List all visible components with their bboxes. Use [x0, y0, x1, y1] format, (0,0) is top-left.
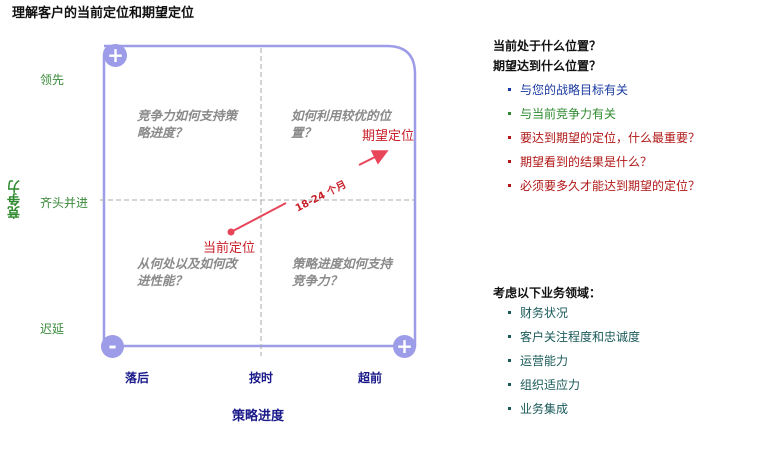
question-desired-position: 期望达到什么位置？ — [493, 59, 602, 73]
list-item-text: 期望看到的结果是什么？ — [520, 155, 653, 169]
page-title: 理解客户的当前定位和期望定位 — [12, 6, 195, 21]
list-item: 客户关注程度和忠诚度 — [508, 329, 640, 353]
list-item: 要达到期望的定位，什么最重要？ — [508, 130, 700, 154]
y-level-lagging: 迟延 — [40, 322, 65, 336]
bullet-icon — [508, 335, 511, 338]
current-position-marker — [227, 228, 235, 236]
bullet-icon — [508, 359, 511, 362]
list-item-text: 与您的战略目标有关 — [520, 83, 629, 97]
y-level-parity: 齐头并进 — [40, 196, 89, 210]
list-item-text: 要达到期望的定位，什么最重要？ — [520, 131, 701, 145]
current-position-label: 当前定位 — [203, 241, 256, 256]
diagram-frame — [102, 44, 417, 348]
list-item: 期望看到的结果是什么？ — [508, 154, 700, 178]
expand-top-left-button[interactable]: + — [104, 44, 127, 67]
expand-bottom-right-button[interactable]: + — [393, 335, 416, 358]
collapse-bottom-left-button[interactable]: - — [101, 335, 124, 358]
list-item-text: 与当前竞争力有关 — [520, 107, 617, 121]
list-item-text: 业务集成 — [520, 402, 569, 416]
bullet-icon — [508, 112, 511, 115]
list-item-text: 财务状况 — [520, 306, 569, 320]
list-item: 必须要多久才能达到期望的定位？ — [508, 178, 700, 202]
x-axis-title: 策略进度 — [232, 409, 285, 424]
x-level-ontime: 按时 — [249, 371, 274, 385]
journey-arrow-upper — [358, 150, 389, 166]
list-item-text: 客户关注程度和忠诚度 — [520, 330, 641, 344]
y-level-leading: 领先 — [40, 73, 65, 87]
list-item: 与当前竞争力有关 — [508, 106, 700, 130]
quadrant-top-right: 如何利用较优的位置？ — [291, 108, 392, 140]
list-item-text: 组织适应力 — [520, 378, 581, 392]
list-item-text: 必须要多久才能达到期望的定位？ — [520, 179, 701, 193]
bullet-icon — [508, 136, 511, 139]
quadrant-top-left: 竞争力如何支持策略进度？ — [137, 108, 238, 140]
bullet-icon — [508, 184, 511, 187]
journey-arrow-lower — [230, 202, 287, 233]
x-level-ahead: 超前 — [358, 371, 383, 385]
list-item: 财务状况 — [508, 305, 640, 329]
x-level-behind: 落后 — [125, 371, 150, 385]
list-item: 运营能力 — [508, 353, 640, 377]
quadrant-bottom-left: 从何处以及如何改进性能？ — [137, 256, 238, 288]
list-item: 与您的战略目标有关 — [508, 82, 700, 106]
list-item: 组织适应力 — [508, 377, 640, 401]
bullet-icon — [508, 407, 511, 410]
question-current-position: 当前处于什么位置？ — [493, 39, 602, 53]
bullet-icon — [508, 160, 511, 163]
business-areas-heading: 考虑以下业务领域： — [493, 286, 602, 300]
desired-position-label: 期望定位 — [362, 129, 415, 144]
bullet-icon — [508, 383, 511, 386]
list-item-text: 运营能力 — [520, 354, 569, 368]
y-axis-title: 竞争力 — [8, 180, 23, 219]
list-item: 业务集成 — [508, 401, 640, 425]
bullet-icon — [508, 311, 511, 314]
question-list: 与您的战略目标有关与当前竞争力有关要达到期望的定位，什么最重要？ 期望看到的结果是… — [508, 82, 700, 202]
bullet-icon — [508, 88, 511, 91]
quadrant-bottom-right: 策略进度如何支持竞争力？ — [292, 256, 393, 288]
business-areas-list: 财务状况客户关注程度和忠诚度运营能力组织适应力业务集成 — [508, 305, 640, 425]
